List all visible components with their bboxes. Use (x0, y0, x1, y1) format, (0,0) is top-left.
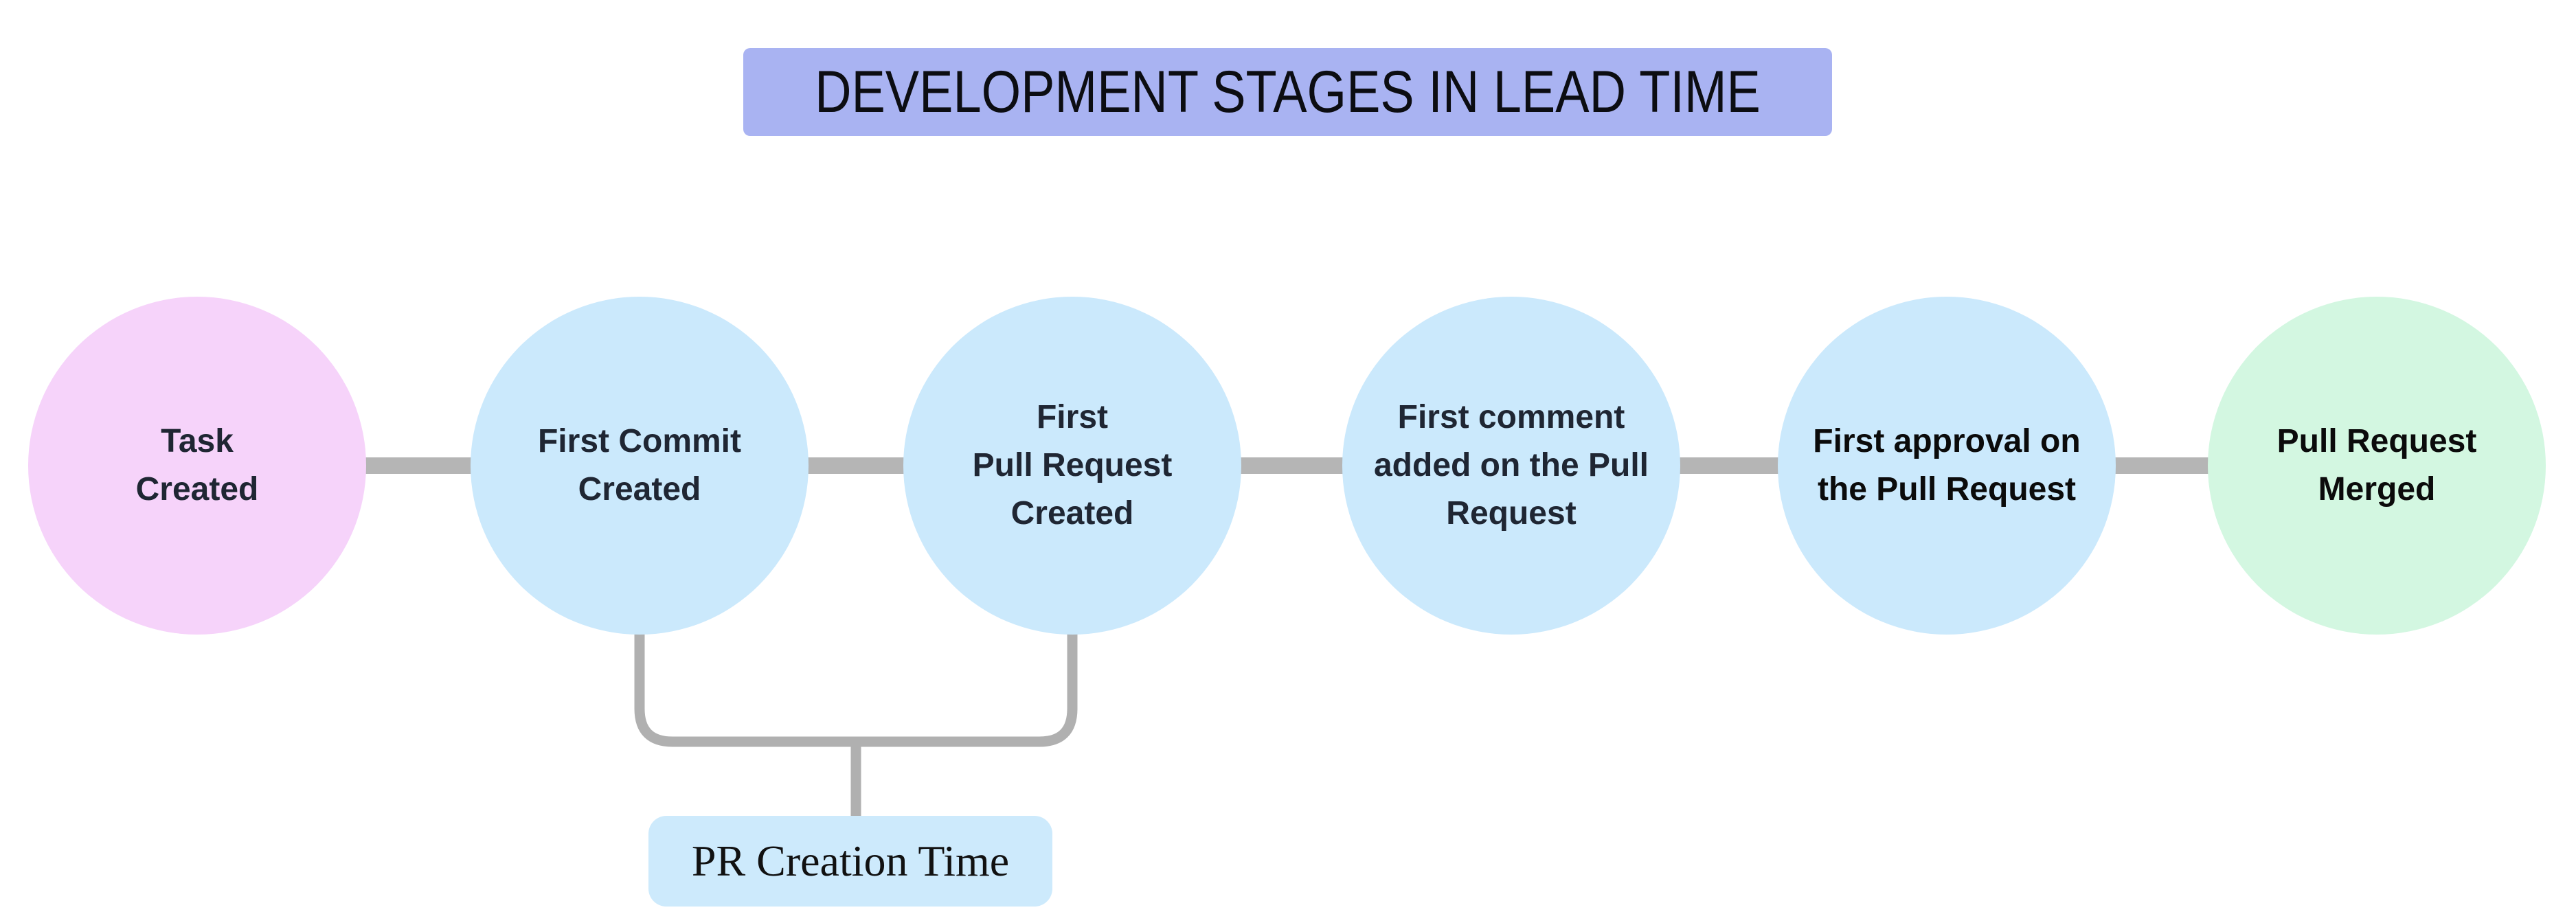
stage-label: First Commit Created (538, 418, 741, 514)
stage-circle-pull-request-merged: Pull Request Merged (2208, 297, 2546, 635)
stage-circle-first-pull-request-created: First Pull Request Created (903, 297, 1241, 635)
stage-label-line: Merged (2318, 471, 2436, 508)
stage-label: First Pull Request Created (973, 394, 1173, 538)
pr-creation-time-label: PR Creation Time (648, 816, 1052, 907)
stage-circle-task-created: Task Created (28, 297, 366, 635)
stage-label-line: First Commit (537, 423, 741, 459)
bracket-curve (634, 618, 1078, 747)
diagram-title: DEVELOPMENT STAGES IN LEAD TIME (743, 48, 1832, 136)
stage-label-line: Request (1446, 495, 1577, 532)
stage-label-line: added on the Pull (1373, 447, 1649, 483)
stage-label-line: Created (135, 471, 259, 508)
pr-creation-time-label-text: PR Creation Time (691, 836, 1010, 885)
stage-circle-first-commit-created: First Commit Created (471, 297, 809, 635)
stage-circle-first-comment-added: First comment added on the Pull Request (1342, 297, 1680, 635)
stage-label: Pull Request Merged (2277, 418, 2477, 514)
stage-label-line: Created (1010, 495, 1134, 532)
diagram-title-text: DEVELOPMENT STAGES IN LEAD TIME (815, 58, 1761, 125)
stage-label: First approval on the Pull Request (1813, 418, 2080, 514)
stage-label-line: First comment (1397, 399, 1625, 435)
stage-label-line: Task (161, 423, 234, 459)
stage-circle-first-approval: First approval on the Pull Request (1778, 297, 2116, 635)
stage-label-line: Pull Request (972, 447, 1173, 483)
stage-label-line: First approval on (1813, 423, 2081, 459)
stage-label-line: Pull Request (2276, 423, 2477, 459)
stage-label-line: the Pull Request (1817, 471, 2077, 508)
stage-label-line: First (1036, 399, 1108, 435)
stage-label-line: Created (578, 471, 701, 508)
stage-label: Task Created (136, 418, 259, 514)
stage-label: First comment added on the Pull Request (1374, 394, 1649, 538)
